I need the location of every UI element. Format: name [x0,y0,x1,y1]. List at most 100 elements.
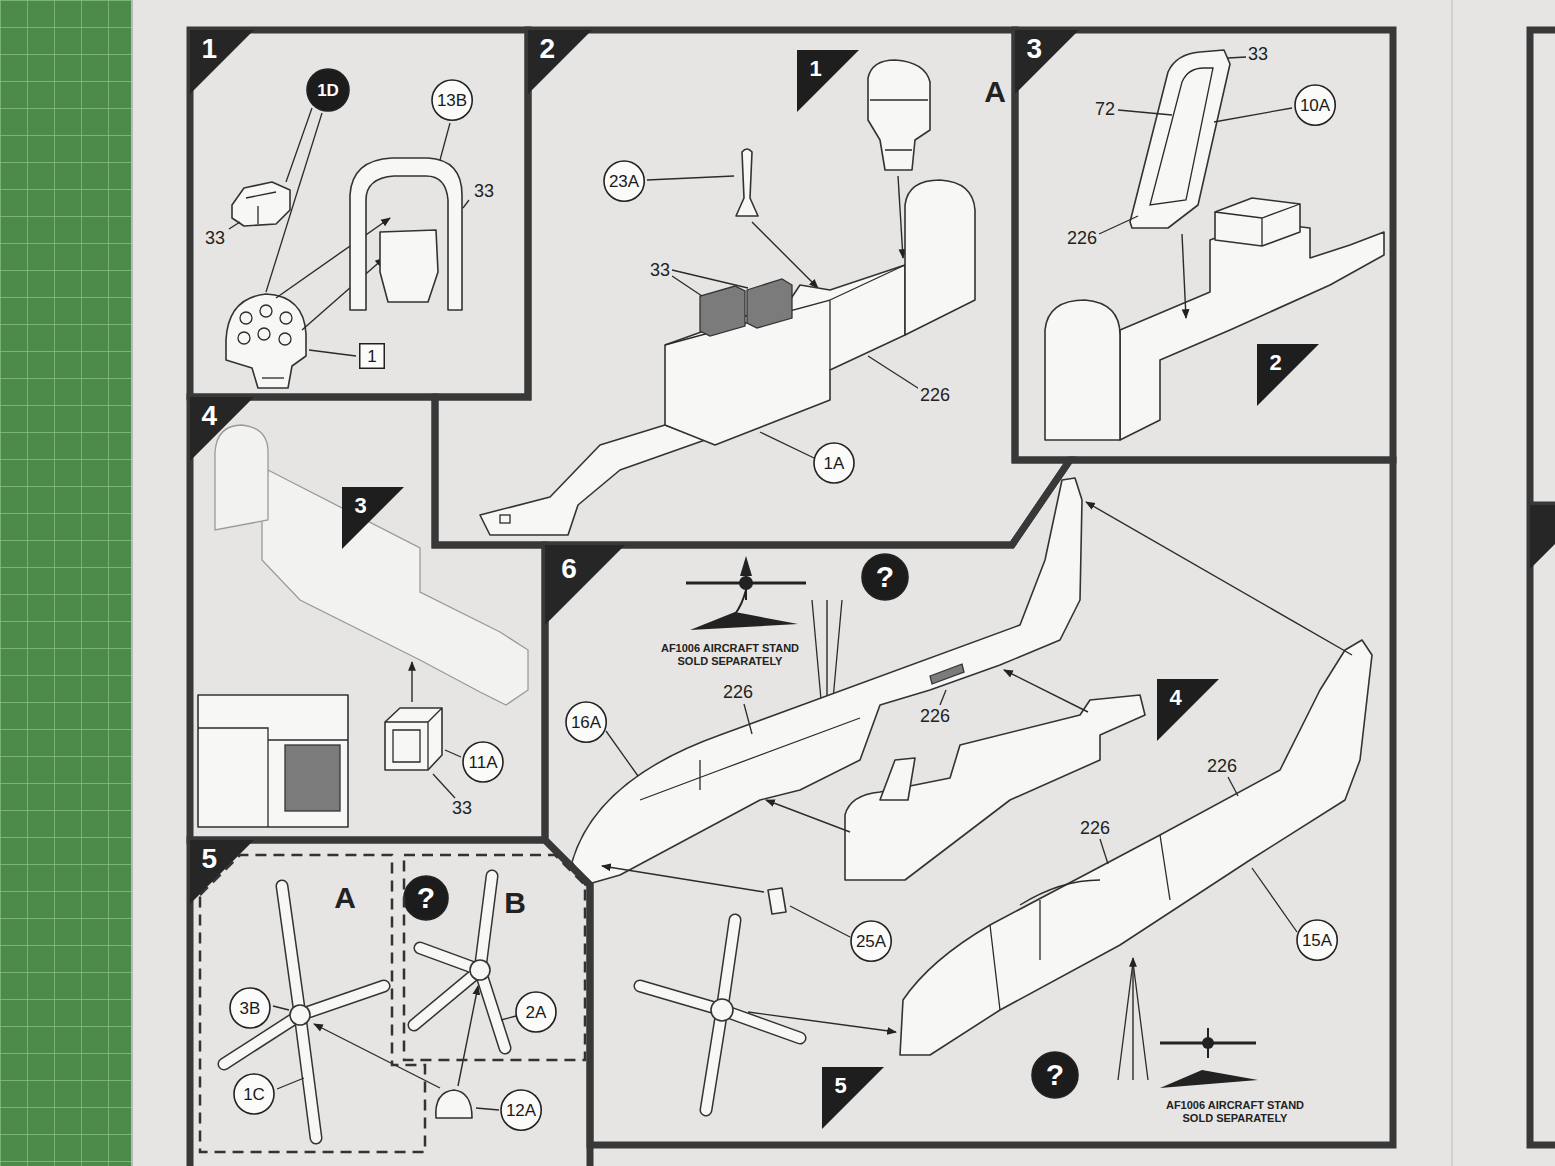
step1-parts-piece [276,218,390,298]
step1-parts-piece [262,377,284,378]
option-letter: A [982,77,1008,107]
step6-parts-piece [1252,868,1297,932]
note-text: AF1006 AIRCRAFT STAND SOLD SEPARATELY [1158,1099,1312,1125]
part-number: 13B [437,92,467,109]
part-number: 1D [317,82,339,99]
step4-parts-piece [411,662,412,702]
node-outline [822,1067,884,1129]
circle-outline [814,443,854,483]
step6-parts-piece [880,758,915,800]
step3-parts-piece [1214,108,1292,122]
step-number: 3 [1026,35,1042,63]
paper-sheet-piece [1451,0,1453,1166]
part-number: 11A [469,754,498,771]
step-number: 6 [561,555,577,583]
option-letter: A [334,883,356,913]
panel-border [190,30,528,397]
callout-number: 33 [648,261,672,279]
step6-parts [572,478,1372,1110]
subassembly-number: 2 [1269,352,1281,374]
step5-parts-piece [436,1090,472,1118]
circle-outline [1032,1052,1078,1098]
part-number: 2A [526,1004,547,1021]
callout-number: 226 [721,683,755,701]
callout-number: 226 [918,386,952,404]
label-anchor: AF1006 AIRCRAFT STAND SOLD SEPARATELY [653,642,807,668]
step6-parts-piece [640,718,860,800]
step2-parts-piece [752,222,818,288]
step6-parts-piece [690,612,798,630]
circle-outline [1297,920,1337,960]
label-anchor: 33 [472,182,496,200]
part-number-circle: 3B [229,987,271,1029]
step5-parts-piece [476,1108,499,1110]
step2-parts-piece [736,149,758,216]
panel-border [545,460,1393,1145]
step5-parts-piece [501,1016,516,1020]
step-corner [545,545,625,625]
step5-parts [224,876,516,1138]
part-number: 15A [1302,932,1332,949]
step6-parts-piece [768,888,786,914]
part-number-circle: 2A [515,991,557,1033]
step6-parts-piece [1100,839,1108,864]
step1-parts-piece [232,182,290,226]
step3-parts-piece [1215,204,1300,246]
part-number: ? [1046,1060,1064,1090]
step2-parts-piece [868,356,921,390]
node-outline [342,487,404,549]
circle-outline [862,554,908,600]
subassembly-triangle: 5 [822,1067,884,1129]
step5-parts-piece [224,886,384,1138]
step6-parts-piece [744,704,752,734]
step1-parts-piece [309,350,356,356]
step5-parts-piece [458,986,478,1086]
step1-parts-piece [279,333,291,345]
step6-parts-piece [572,478,1082,885]
step1-parts-piece [258,328,270,340]
box-outline [360,344,385,369]
step3-parts-piece [1150,68,1213,205]
step6-parts-piece [845,695,1145,880]
step1-parts-piece [286,108,312,182]
node-outline [435,30,1070,545]
step5-parts-piece [224,886,384,1138]
step4-parts-piece [385,708,442,770]
callout-number: 72 [1093,100,1117,118]
decal-number-box: 1 [359,343,385,369]
step2-parts-piece [747,279,792,328]
step1-parts-piece [238,332,250,344]
step2-parts-piece [868,60,930,170]
step2-parts-piece [870,100,928,150]
part-number-circle: 12A [500,1089,542,1131]
triangle-shape [1157,679,1219,741]
step3-parts-piece [1215,198,1300,246]
step5-parts-piece [273,1006,289,1010]
step6-parts-piece [739,576,753,590]
part-number-circle: 1C [233,1073,275,1115]
step2-parts-piece [480,425,705,535]
step4-parts-piece [433,774,455,798]
label-anchor: 226 [1065,229,1099,247]
step3-parts [1045,50,1384,440]
part-number-circle: 11A [462,741,504,783]
triangle-shape [342,487,404,549]
step2-parts-piece [500,515,510,523]
cutting-mat-piece [0,0,140,1166]
label-anchor: 226 [721,683,755,701]
step1-parts-piece [302,258,384,330]
step6-parts-piece [900,640,1372,1055]
circle-outline [501,1090,541,1130]
step4-parts-piece [215,425,268,530]
step3-parts-piece [1130,50,1230,228]
step6-parts-piece [602,866,764,892]
step6-parts-piece [640,920,800,1110]
step6-parts-piece [1228,777,1238,796]
circle-outline [516,992,556,1032]
step5-parts-piece [414,876,505,1048]
step3-parts-piece [1045,300,1120,440]
callout-number: 226 [1078,819,1112,837]
step-number: 1 [201,35,217,63]
step2-parts [480,60,975,535]
